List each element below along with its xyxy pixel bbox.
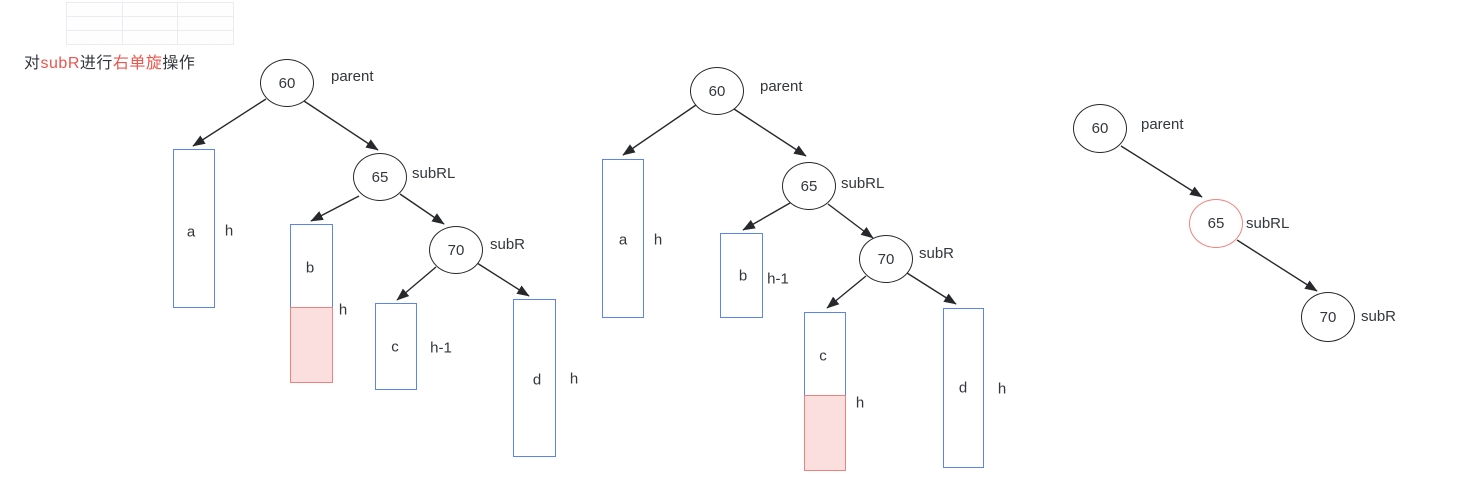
node-65[interactable]: 65 <box>353 153 407 201</box>
node-65-highlighted[interactable]: 65 <box>1189 199 1243 248</box>
subtree-rect-a[interactable] <box>602 159 644 318</box>
subtree-rect-d[interactable] <box>513 299 556 457</box>
subtree-letter-b: b <box>305 259 315 277</box>
node-label-parent: parent <box>1141 116 1184 133</box>
edge-65-70[interactable] <box>399 193 445 225</box>
node-60[interactable]: 60 <box>260 59 314 107</box>
node-70[interactable]: 70 <box>1301 292 1355 342</box>
node-value: 70 <box>1319 308 1337 326</box>
subtree-rect-d[interactable] <box>943 308 984 468</box>
node-60[interactable]: 60 <box>1073 104 1127 153</box>
height-label-a: h <box>224 222 234 240</box>
node-value: 70 <box>447 241 465 259</box>
caption-text[interactable]: 对subR进行右单旋操作 <box>24 49 195 73</box>
height-label-d: h <box>569 370 579 388</box>
edge-70-c[interactable] <box>826 275 867 309</box>
subtree-letter-a: a <box>618 231 628 249</box>
node-label-subRL: subRL <box>841 175 885 192</box>
node-value: 60 <box>708 82 726 100</box>
height-label-b: h-1 <box>767 270 789 288</box>
edge-60-65[interactable] <box>1120 145 1203 198</box>
edge-70-d[interactable] <box>476 262 530 297</box>
caption-segment: 对 <box>24 55 41 72</box>
height-label-b: h <box>338 301 348 319</box>
subtree-letter-c: c <box>819 347 827 365</box>
node-65[interactable]: 65 <box>782 162 836 210</box>
caption-segment-red: 右单旋 <box>112 55 163 72</box>
height-label-c: h-1 <box>430 339 452 357</box>
node-70[interactable]: 70 <box>859 235 913 283</box>
edge-65-b[interactable] <box>742 202 791 231</box>
edge-60-a[interactable] <box>192 98 267 147</box>
subtree-letter-d: d <box>958 379 968 397</box>
node-label-parent: parent <box>760 78 803 95</box>
subtree-rect-c[interactable] <box>804 312 846 396</box>
edge-65-70[interactable] <box>1236 239 1318 292</box>
edge-60-65[interactable] <box>733 108 807 157</box>
node-value: 65 <box>800 177 818 195</box>
subtree-rect-b-pink-extension[interactable] <box>290 307 333 383</box>
subtree-letter-c: c <box>391 338 399 356</box>
node-label-parent: parent <box>331 68 374 85</box>
table-cell[interactable] <box>176 29 234 45</box>
node-label-subR: subR <box>1361 308 1397 325</box>
height-label-d: h <box>997 380 1007 398</box>
subtree-rect-c-pink-extension[interactable] <box>804 395 846 471</box>
node-value: 65 <box>371 168 389 186</box>
subtree-rect-c[interactable] <box>375 303 417 390</box>
node-value: 65 <box>1207 215 1225 232</box>
caption-segment: 操作 <box>162 55 196 72</box>
edge-70-d[interactable] <box>906 272 957 305</box>
node-value: 60 <box>1091 120 1109 137</box>
node-label-subR: subR <box>490 236 526 253</box>
caption-segment: 进行 <box>79 55 113 72</box>
subtree-rect-a[interactable] <box>173 149 215 308</box>
node-value: 70 <box>877 250 895 268</box>
node-70[interactable]: 70 <box>429 226 483 274</box>
edge-65-70[interactable] <box>827 203 874 239</box>
edge-65-b[interactable] <box>310 195 360 222</box>
node-label-subRL: subRL <box>412 165 456 182</box>
caption-segment-red: subR <box>40 55 80 72</box>
mini-table <box>65 1 234 45</box>
node-value: 60 <box>278 74 296 92</box>
subtree-letter-d: d <box>532 371 542 389</box>
subtree-rect-b[interactable] <box>290 224 333 308</box>
subtree-letter-a: a <box>186 223 196 241</box>
edge-60-a[interactable] <box>622 104 697 156</box>
node-60[interactable]: 60 <box>690 67 744 115</box>
node-label-subR: subR <box>919 245 955 262</box>
node-label-subRL: subRL <box>1246 215 1290 232</box>
subtree-letter-b: b <box>738 267 748 285</box>
edge-60-65[interactable] <box>303 100 379 151</box>
height-label-a: h <box>653 231 663 249</box>
subtree-rect-b[interactable] <box>720 233 763 318</box>
edge-70-c[interactable] <box>396 266 437 301</box>
height-label-c: h <box>855 394 865 412</box>
